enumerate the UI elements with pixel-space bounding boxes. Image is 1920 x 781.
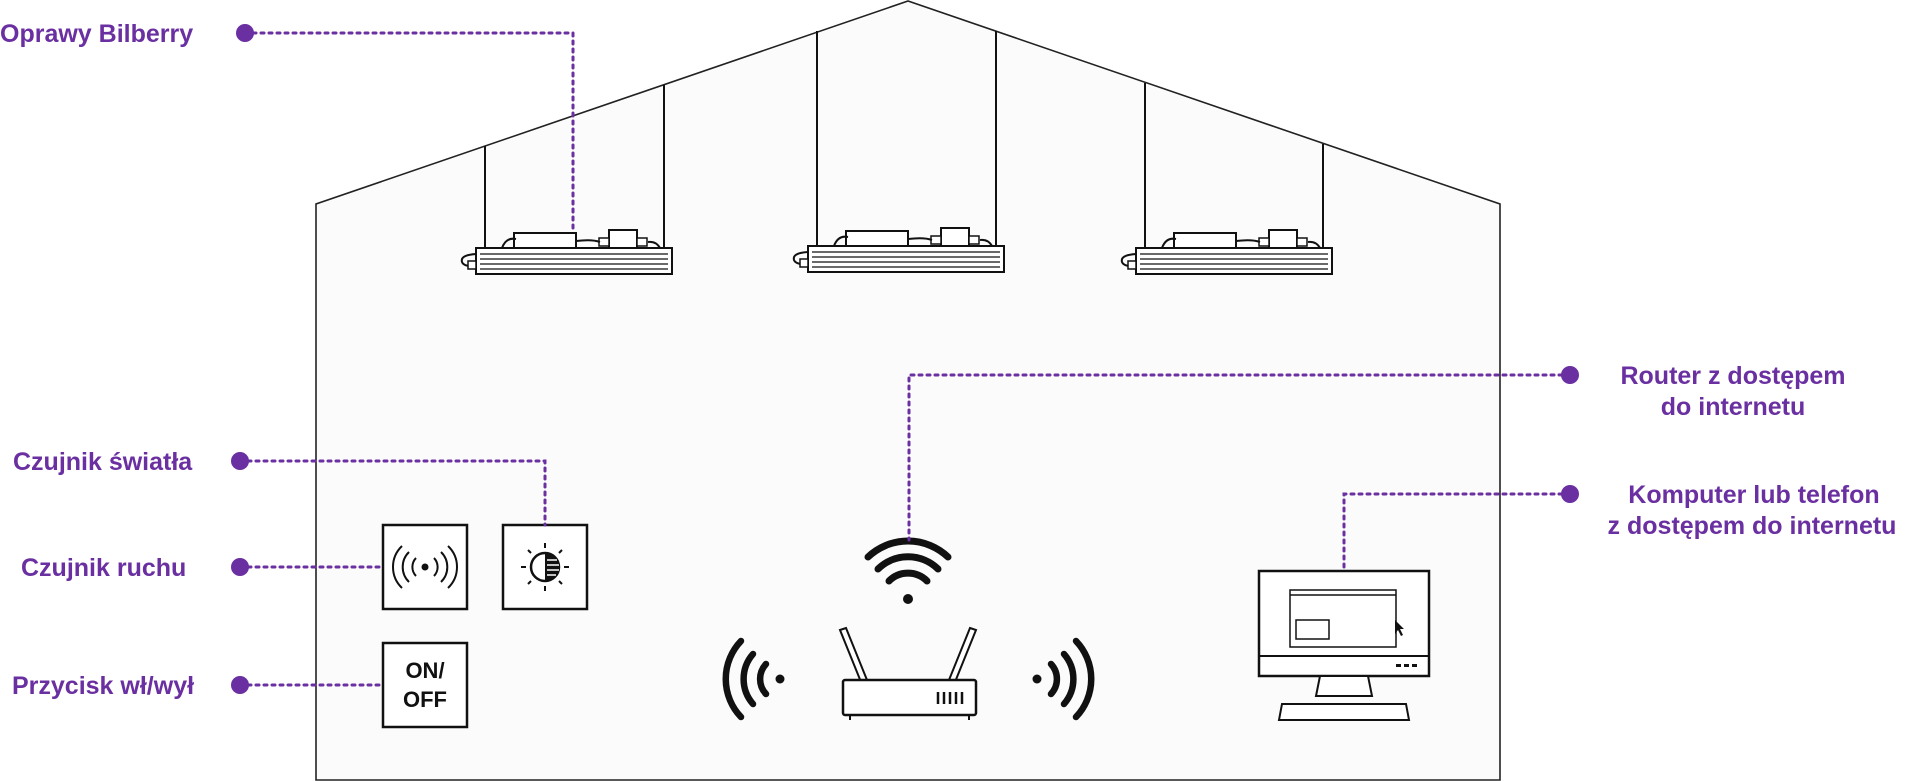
router-icon [838, 626, 978, 720]
label-light-sensor: Czujnik światła [13, 448, 193, 476]
leader-router [907, 373, 1572, 542]
leader-dots [231, 24, 1579, 694]
leader-dot-motion-sensor [231, 558, 249, 576]
cursor-icon [1395, 620, 1404, 636]
label-computer-line1: Komputer lub telefon [1628, 481, 1879, 509]
leader-dot-light-sensor [231, 452, 249, 470]
leader-computer [1342, 492, 1572, 573]
light-fixture-icon [792, 227, 1005, 273]
label-router-line2: do internetu [1661, 393, 1805, 421]
motion-sensor-icon [381, 523, 469, 611]
leader-light-sensor [238, 459, 547, 527]
on-off-text-line2: OFF [403, 687, 447, 712]
leader-dot-on-off [231, 676, 249, 694]
on-off-text-line1: ON/ [405, 658, 444, 683]
label-motion-sensor: Czujnik ruchu [21, 554, 186, 582]
light-fixture-icon [460, 229, 673, 275]
leader-dot-computer [1561, 485, 1579, 503]
suspension-wires [484, 31, 1324, 248]
wifi-signal-left-icon [722, 637, 785, 721]
on-off-button-box: ON/ OFF [381, 641, 469, 729]
label-on-off-button: Przycisk wł/wył [12, 672, 194, 700]
leader-dot-router [1561, 366, 1579, 384]
leader-dot-fixtures [236, 24, 254, 42]
label-router-line1: Router z dostępem [1620, 362, 1845, 390]
leader-fixtures [243, 31, 575, 231]
light-fixture-icon [1120, 229, 1333, 275]
label-computer-line2: z dostępem do internetu [1608, 512, 1897, 540]
computer-monitor-icon [1257, 569, 1431, 721]
light-sensor-icon [501, 523, 589, 611]
wifi-signal-right-icon [1032, 637, 1095, 721]
label-fixtures: Oprawy Bilberry [0, 20, 193, 48]
house-outline [315, 0, 1501, 781]
leader-lines [238, 31, 1572, 687]
